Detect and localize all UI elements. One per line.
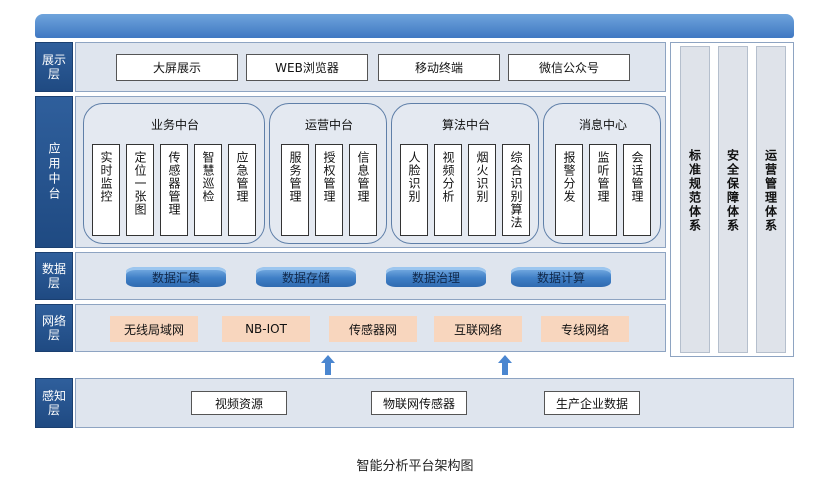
item-smoke-fire-recognition: 烟火识别 [468,144,496,236]
sensing-item-video-resources: 视频资源 [191,391,287,415]
item-sensor-management: 传感器管理 [160,144,188,236]
network-item-sensor-network: 传感器网 [329,316,417,342]
item-realtime-monitor: 实时监控 [92,144,120,236]
data-layer-panel: 数据汇集 数据存储 数据治理 数据计算 [75,252,666,300]
group-algorithms: 算法中台 人脸识别 视频分析 烟火识别 综合识别算法 [391,103,539,244]
network-item-leased-line: 专线网络 [541,316,629,342]
sensing-layer-label: 感知层 [35,378,73,428]
up-arrow-icon [321,355,335,375]
data-item-collection: 数据汇集 [126,267,226,287]
group-algorithms-title: 算法中台 [441,118,490,132]
sensing-item-iot-sensors: 物联网传感器 [371,391,467,415]
data-layer-label: 数据层 [35,252,73,300]
data-item-storage: 数据存储 [256,267,356,287]
display-item-wechat: 微信公众号 [508,54,630,81]
data-item-computing: 数据计算 [511,267,611,287]
data-item-governance: 数据治理 [386,267,486,287]
network-layer-text: 网络层 [41,314,66,342]
item-alarm-dispatch: 报警分发 [555,144,583,236]
item-listening-management: 监听管理 [589,144,617,236]
item-session-management: 会话管理 [623,144,651,236]
display-layer-text: 展示层 [41,53,66,81]
application-layer-text: 应用中台 [47,142,61,202]
network-layer-panel: 无线局域网 NB-IOT 传感器网 互联网络 专线网络 [75,304,666,352]
network-item-internet: 互联网络 [434,316,522,342]
item-video-analysis: 视频分析 [434,144,462,236]
group-operations: 运营中台 服务管理 授权管理 信息管理 [269,103,387,244]
sensing-item-enterprise-data: 生产企业数据 [544,391,640,415]
item-emergency-management: 应急管理 [228,144,256,236]
side-standards-system: 标准规范体系 [680,46,710,353]
item-smart-inspection: 智慧巡检 [194,144,222,236]
sensing-layer-text: 感知层 [41,389,66,417]
item-location-map: 定位一张图 [126,144,154,236]
data-layer-text: 数据层 [41,262,66,290]
figure-caption: 智能分析平台架构图 [356,459,474,474]
item-service-management: 服务管理 [281,144,309,236]
side-operations-system: 运营管理体系 [756,46,786,353]
group-message-center-title: 消息中心 [578,118,627,132]
group-business-title: 业务中台 [150,118,199,132]
side-security-system: 安全保障体系 [718,46,748,353]
up-arrow-icon [498,355,512,375]
group-message-center: 消息中心 报警分发 监听管理 会话管理 [543,103,661,244]
display-item-mobile: 移动终端 [378,54,500,81]
side-systems-panel: 标准规范体系 安全保障体系 运营管理体系 [670,42,794,357]
network-layer-label: 网络层 [35,304,73,352]
item-face-recognition: 人脸识别 [400,144,428,236]
top-banner [35,14,794,38]
item-authorization-management: 授权管理 [315,144,343,236]
sensing-layer-panel: 视频资源 物联网传感器 生产企业数据 [75,378,794,428]
display-item-big-screen: 大屏展示 [116,54,238,81]
group-operations-title: 运营中台 [304,118,353,132]
application-layer-panel: 业务中台 实时监控 定位一张图 传感器管理 智慧巡检 应急管理 运营中台 服务管… [75,96,666,248]
item-information-management: 信息管理 [349,144,377,236]
group-business: 业务中台 实时监控 定位一张图 传感器管理 智慧巡检 应急管理 [83,103,265,244]
display-layer-label: 展示层 [35,42,73,92]
display-item-web-browser: WEB浏览器 [246,54,368,81]
application-layer-label: 应用中台 [35,96,73,248]
network-item-nb-iot: NB-IOT [222,316,310,342]
item-comprehensive-algorithm: 综合识别算法 [502,144,530,236]
network-item-wlan: 无线局域网 [110,316,198,342]
display-layer-panel: 大屏展示 WEB浏览器 移动终端 微信公众号 [75,42,666,92]
